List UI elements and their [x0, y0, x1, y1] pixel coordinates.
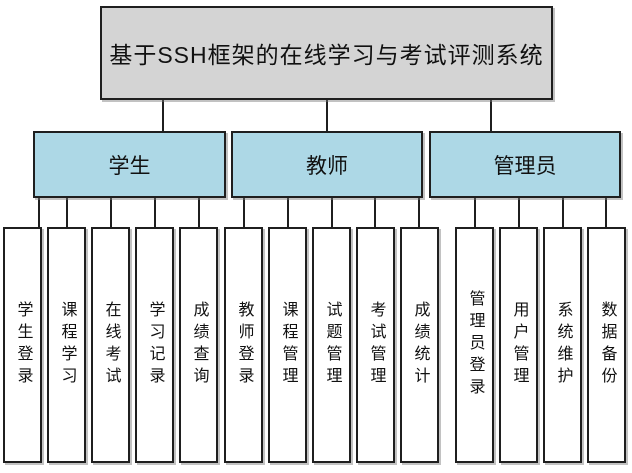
- group-box-teacher: 教师: [231, 131, 423, 198]
- leaf-box-data-backup: 数据备份: [587, 227, 626, 463]
- connector-root-teacher: [326, 100, 328, 132]
- connector-online-exam: [110, 197, 112, 228]
- connector-user-management: [518, 197, 520, 228]
- connector-teacher-login: [243, 197, 245, 228]
- leaf-label-question-management: 试题管理: [323, 301, 341, 389]
- system-title: 基于SSH框架的在线学习与考试评测系统: [109, 42, 544, 68]
- root-box-system: 基于SSH框架的在线学习与考试评测系统: [100, 6, 553, 100]
- connector-course-management: [287, 197, 289, 228]
- leaf-box-course-management: 课程管理: [268, 227, 307, 463]
- leaf-box-question-management: 试题管理: [312, 227, 351, 463]
- leaf-label-course-study: 课程学习: [58, 301, 76, 389]
- leaf-label-data-backup: 数据备份: [598, 301, 616, 389]
- group-label-teacher: 教师: [306, 154, 348, 178]
- leaf-label-online-exam: 在线考试: [102, 301, 120, 389]
- connector-score-query: [198, 197, 200, 228]
- leaf-label-course-management: 课程管理: [279, 301, 297, 389]
- leaf-label-score-statistics: 成绩统计: [411, 301, 429, 389]
- connector-student-login: [38, 197, 40, 228]
- connector-score-statistics: [418, 197, 420, 228]
- leaf-box-user-management: 用户管理: [499, 227, 538, 463]
- group-box-student: 学生: [33, 131, 226, 198]
- connector-exam-management: [374, 197, 376, 228]
- leaf-box-course-study: 课程学习: [47, 227, 86, 463]
- connector-question-management: [331, 197, 333, 228]
- leaf-label-admin-login: 管理员登录: [466, 290, 484, 400]
- connector-system-maintenance: [562, 197, 564, 228]
- leaf-box-student-login: 学生登录: [3, 227, 42, 463]
- leaf-label-exam-management: 考试管理: [367, 301, 385, 389]
- leaf-box-study-record: 学习记录: [135, 227, 174, 463]
- group-label-student: 学生: [108, 154, 151, 178]
- leaf-box-system-maintenance: 系统维护: [543, 227, 582, 463]
- leaf-box-score-query: 成绩查询: [179, 227, 218, 463]
- leaf-label-user-management: 用户管理: [510, 301, 528, 389]
- connector-root-admin: [490, 100, 492, 132]
- leaf-box-exam-management: 考试管理: [356, 227, 395, 463]
- leaf-label-system-maintenance: 系统维护: [554, 301, 572, 389]
- leaf-label-study-record: 学习记录: [146, 301, 164, 389]
- leaf-box-online-exam: 在线考试: [91, 227, 130, 463]
- connector-root-student: [162, 100, 164, 132]
- leaf-label-teacher-login: 教师登录: [235, 301, 253, 389]
- group-box-admin: 管理员: [429, 131, 621, 198]
- leaf-box-admin-login: 管理员登录: [455, 227, 494, 463]
- connector-course-study: [66, 197, 68, 228]
- leaf-label-student-login: 学生登录: [14, 301, 32, 389]
- leaf-label-score-query: 成绩查询: [190, 301, 208, 389]
- connector-study-record: [154, 197, 156, 228]
- group-label-admin: 管理员: [493, 154, 557, 178]
- connector-admin-login: [474, 197, 476, 228]
- leaf-box-score-statistics: 成绩统计: [400, 227, 439, 463]
- connector-data-backup: [605, 197, 607, 228]
- leaf-box-teacher-login: 教师登录: [224, 227, 263, 463]
